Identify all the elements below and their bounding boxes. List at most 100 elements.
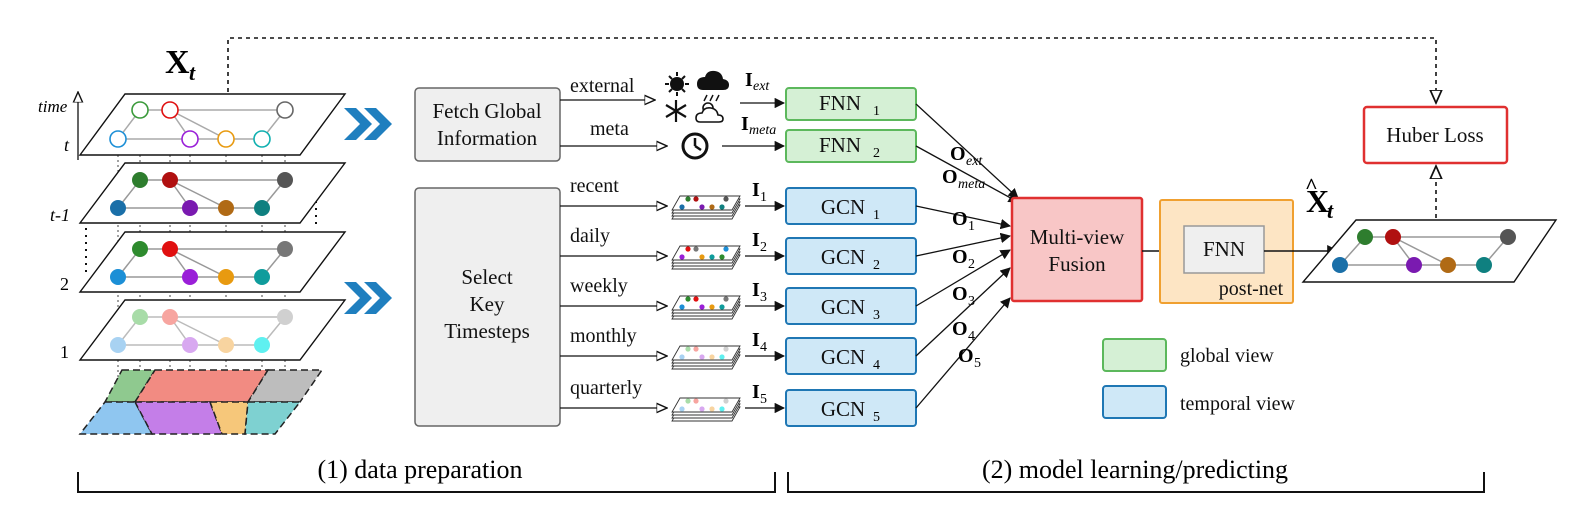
input-label-sub: 4: [760, 340, 767, 355]
input-graph-stack: X t time t t-1 2 1: [38, 44, 347, 435]
input-title: X: [165, 44, 190, 81]
gcn-label: GCN: [821, 195, 865, 219]
cloudy-sun-icon: [695, 102, 724, 123]
svg-text:post-net: post-net: [1219, 278, 1284, 300]
legend-swatch-global: [1102, 338, 1167, 372]
input-label: I: [752, 381, 760, 403]
input-label-sub: 5: [760, 392, 767, 407]
snowflake-icon: [665, 100, 687, 122]
fnn-2-to-fusion: [915, 145, 1019, 203]
layer-label-2: 2: [60, 274, 69, 294]
svg-text:Select: Select: [461, 265, 512, 289]
gcn-label-sub: 1: [873, 208, 880, 223]
mini-graph-stack-icon: [671, 245, 741, 270]
time-axis-label: time: [38, 97, 68, 116]
branch-label: monthly: [570, 325, 637, 347]
svg-text:Key: Key: [470, 292, 505, 316]
chevron-icon-bottom: [344, 282, 392, 314]
output-label-sub: 5: [974, 356, 981, 371]
legend: global view temporal view: [1102, 338, 1296, 419]
svg-text:ext: ext: [966, 154, 983, 169]
meta-branch: meta: [560, 118, 667, 146]
layer-t-minus-1: [78, 162, 347, 224]
external-branch: external: [560, 75, 655, 100]
svg-text:FNN: FNN: [819, 133, 861, 157]
layer-label-t: t: [64, 135, 70, 155]
output-label: O: [952, 208, 968, 230]
chevron-icon-top: [344, 108, 392, 140]
branch-label: weekly: [570, 275, 628, 297]
branch-label: daily: [570, 225, 610, 247]
i-meta-arrow: I meta: [722, 113, 786, 152]
storm-cloud-icon: [697, 70, 729, 102]
layer-t: [78, 93, 347, 156]
svg-text:meta: meta: [958, 177, 985, 192]
output-label-sub: 2: [968, 257, 975, 272]
legend-label-temporal: temporal view: [1180, 393, 1296, 415]
layer-2: [78, 231, 347, 293]
gcn-label-sub: 2: [873, 258, 880, 273]
svg-text:Information: Information: [437, 126, 538, 150]
mini-graph-stack-icon: [671, 397, 741, 422]
legend-swatch-temporal: [1102, 385, 1167, 419]
svg-text:(2) model learning/predicting: (2) model learning/predicting: [982, 455, 1288, 484]
output-label: O: [952, 283, 968, 305]
layer-1: [78, 299, 347, 361]
svg-text:Fetch Global: Fetch Global: [432, 99, 541, 123]
svg-text:meta: meta: [590, 118, 629, 140]
fnn-1-box: FNN 1: [785, 87, 917, 121]
input-label: I: [752, 179, 760, 201]
output-title-sub: t: [1327, 198, 1334, 223]
svg-text:(1) data preparation: (1) data preparation: [317, 455, 522, 484]
svg-text:Timesteps: Timesteps: [444, 319, 530, 343]
postnet-box: FNN post-net: [1159, 199, 1294, 304]
gcn-label: GCN: [821, 245, 865, 269]
svg-text:1: 1: [873, 104, 880, 119]
input-label-sub: 1: [760, 190, 767, 205]
gcn-label-sub: 4: [873, 358, 880, 373]
input-title-sub: t: [189, 60, 196, 85]
svg-text:FNN: FNN: [1203, 237, 1245, 261]
output-label-sub: 3: [968, 294, 975, 309]
output-label-sub: 4: [968, 329, 975, 344]
svg-text:2: 2: [873, 146, 880, 161]
fnn-2-box: FNN 2: [785, 129, 917, 163]
o-ext-label: O ext: [950, 143, 983, 169]
section-data-preparation: (1) data preparation: [77, 455, 776, 493]
i-ext-arrow: I ext: [740, 69, 786, 109]
input-label-sub: 3: [760, 290, 767, 305]
legend-label-global: global view: [1180, 345, 1274, 367]
gcn-label-sub: 3: [873, 308, 880, 323]
gcn-label: GCN: [821, 295, 865, 319]
branch-label: recent: [570, 175, 619, 197]
feedback-dashed-arrow: [227, 37, 1436, 103]
input-label: I: [752, 229, 760, 251]
svg-text:Huber Loss: Huber Loss: [1386, 123, 1483, 147]
output-title: X: [1306, 183, 1329, 219]
svg-text:Fusion: Fusion: [1048, 252, 1106, 276]
branch-label: quarterly: [570, 377, 642, 399]
region-map: [78, 369, 324, 435]
svg-text:meta: meta: [749, 123, 776, 138]
sun-icon: [665, 72, 689, 96]
mini-graph-stack-icon: [671, 195, 741, 220]
output-graph: X ^ t: [1301, 173, 1558, 283]
layer-label-t-minus-1: t-1: [50, 205, 70, 225]
svg-text:O: O: [942, 166, 958, 188]
output-label: O: [958, 345, 974, 367]
output-label-sub: 1: [968, 219, 975, 234]
clock-icon: [681, 132, 709, 160]
output-hat: ^: [1305, 173, 1318, 198]
multi-view-fusion-box: Multi-view Fusion: [1010, 196, 1144, 303]
mini-graph-stack-icon: [671, 295, 741, 320]
gcn-label-sub: 5: [873, 410, 880, 425]
o-meta-label: O meta: [942, 166, 985, 192]
layer-label-1: 1: [60, 342, 69, 362]
output-label: O: [952, 246, 968, 268]
fetch-global-box: Fetch Global Information: [414, 87, 561, 162]
output-label: O: [952, 318, 968, 340]
